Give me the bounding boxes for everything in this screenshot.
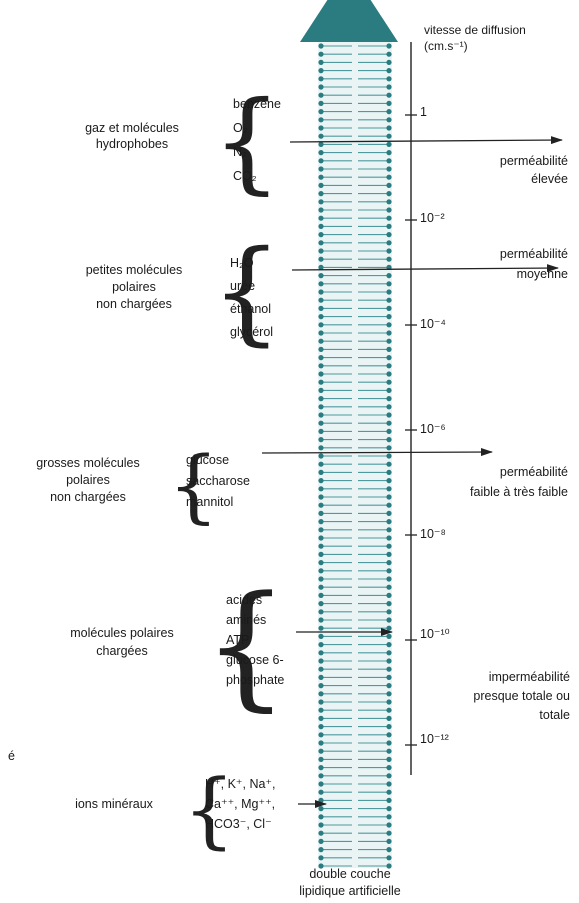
permeability-line: presque totale ou [420, 687, 570, 706]
permeability-low-label: perméabilité faible à très faible [430, 462, 568, 502]
axis-title-line-2: (cm.s⁻¹) [424, 38, 526, 54]
category-line: non chargées [10, 489, 166, 506]
category-line: grosses molécules [10, 455, 166, 472]
members-hydrophobic-gases: benzène O₂ N₂ CO₂ [233, 92, 281, 188]
permeability-medium-label: perméabilité moyenne [440, 244, 568, 284]
permeability-line: totale [420, 706, 570, 725]
membrane-label-line: double couche [270, 866, 430, 883]
axis-arrow-head [300, 0, 398, 42]
members-mineral-ions: H⁺, K⁺, Na⁺, Ca⁺⁺, Mg⁺⁺, HCO3⁻, Cl⁻ [205, 774, 276, 834]
members-large-polar-uncharged: glucose saccharose mannitol [186, 450, 250, 513]
bilayer-background [318, 42, 392, 868]
member-item: O₂ [233, 116, 281, 140]
tick-label-1e-2: 10⁻² [420, 210, 445, 226]
tick-label-1e-10: 10⁻¹⁰ [420, 626, 450, 642]
category-line: polaires [60, 279, 208, 296]
axis-title: vitesse de diffusion (cm.s⁻¹) [424, 22, 526, 54]
permeability-line: perméabilité [440, 244, 568, 264]
category-line: molécules polaires [44, 624, 200, 642]
membrane-label: double couche lipidique artificielle [270, 866, 430, 900]
tick-label-1e-4: 10⁻⁴ [420, 316, 446, 332]
member-item: saccharose [186, 471, 250, 492]
arrow-low-permeability [262, 452, 492, 453]
permeability-line: perméabilité [430, 462, 568, 482]
member-item: Ca⁺⁺, Mg⁺⁺, [205, 794, 276, 814]
lipid-bilayer-column [318, 42, 392, 869]
member-item: acides [226, 590, 284, 610]
permeability-high-label: perméabilité élevée [440, 152, 568, 188]
members-polar-charged: acides aminés ATP glucose 6- phosphate [226, 590, 284, 690]
member-item: glycérol [230, 321, 273, 344]
member-item: ATP [226, 630, 284, 650]
member-item: glucose 6- [226, 650, 284, 670]
membrane-label-line: lipidique artificielle [270, 883, 430, 900]
category-line: ions minéraux [44, 796, 184, 812]
category-line: polaires [10, 472, 166, 489]
member-item: phosphate [226, 670, 284, 690]
member-item: N₂ [233, 140, 281, 164]
members-small-polar-uncharged: H₂O urée éthanol glycérol [230, 252, 273, 344]
category-line: non chargées [60, 296, 208, 313]
permeability-line: imperméabilité [420, 668, 570, 687]
category-hydrophobic-gases: gaz et molécules hydrophobes [54, 120, 210, 152]
tick-label-1e-8: 10⁻⁸ [420, 526, 446, 542]
member-item: aminés [226, 610, 284, 630]
member-item: éthanol [230, 298, 273, 321]
tick-label-1e-12: 10⁻¹² [420, 731, 449, 747]
member-item: urée [230, 275, 273, 298]
member-item: CO₂ [233, 164, 281, 188]
member-item: HCO3⁻, Cl⁻ [205, 814, 276, 834]
member-item: H₂O [230, 252, 273, 275]
category-small-polar-uncharged: petites molécules polaires non chargées [60, 262, 208, 313]
category-line: hydrophobes [54, 136, 210, 152]
member-item: glucose [186, 450, 250, 471]
category-line: chargées [44, 642, 200, 660]
tick-label-1e-6: 10⁻⁶ [420, 421, 446, 437]
tick-label-1: 1 [420, 104, 427, 120]
axis-title-line-1: vitesse de diffusion [424, 22, 526, 38]
permeability-line: perméabilité [440, 152, 568, 170]
member-item: benzène [233, 92, 281, 116]
category-line: gaz et molécules [54, 120, 210, 136]
category-large-polar-uncharged: grosses molécules polaires non chargées [10, 455, 166, 506]
permeability-line: moyenne [440, 264, 568, 284]
permeability-line: faible à très faible [430, 482, 568, 502]
impermeability-label: imperméabilité presque totale ou totale [420, 668, 570, 725]
category-mineral-ions: ions minéraux [44, 796, 184, 812]
member-item: H⁺, K⁺, Na⁺, [205, 774, 276, 794]
member-item: mannitol [186, 492, 250, 513]
stray-mark: é [8, 748, 15, 764]
permeability-line: élevée [440, 170, 568, 188]
category-polar-charged: molécules polaires chargées [44, 624, 200, 660]
category-line: petites molécules [60, 262, 208, 279]
